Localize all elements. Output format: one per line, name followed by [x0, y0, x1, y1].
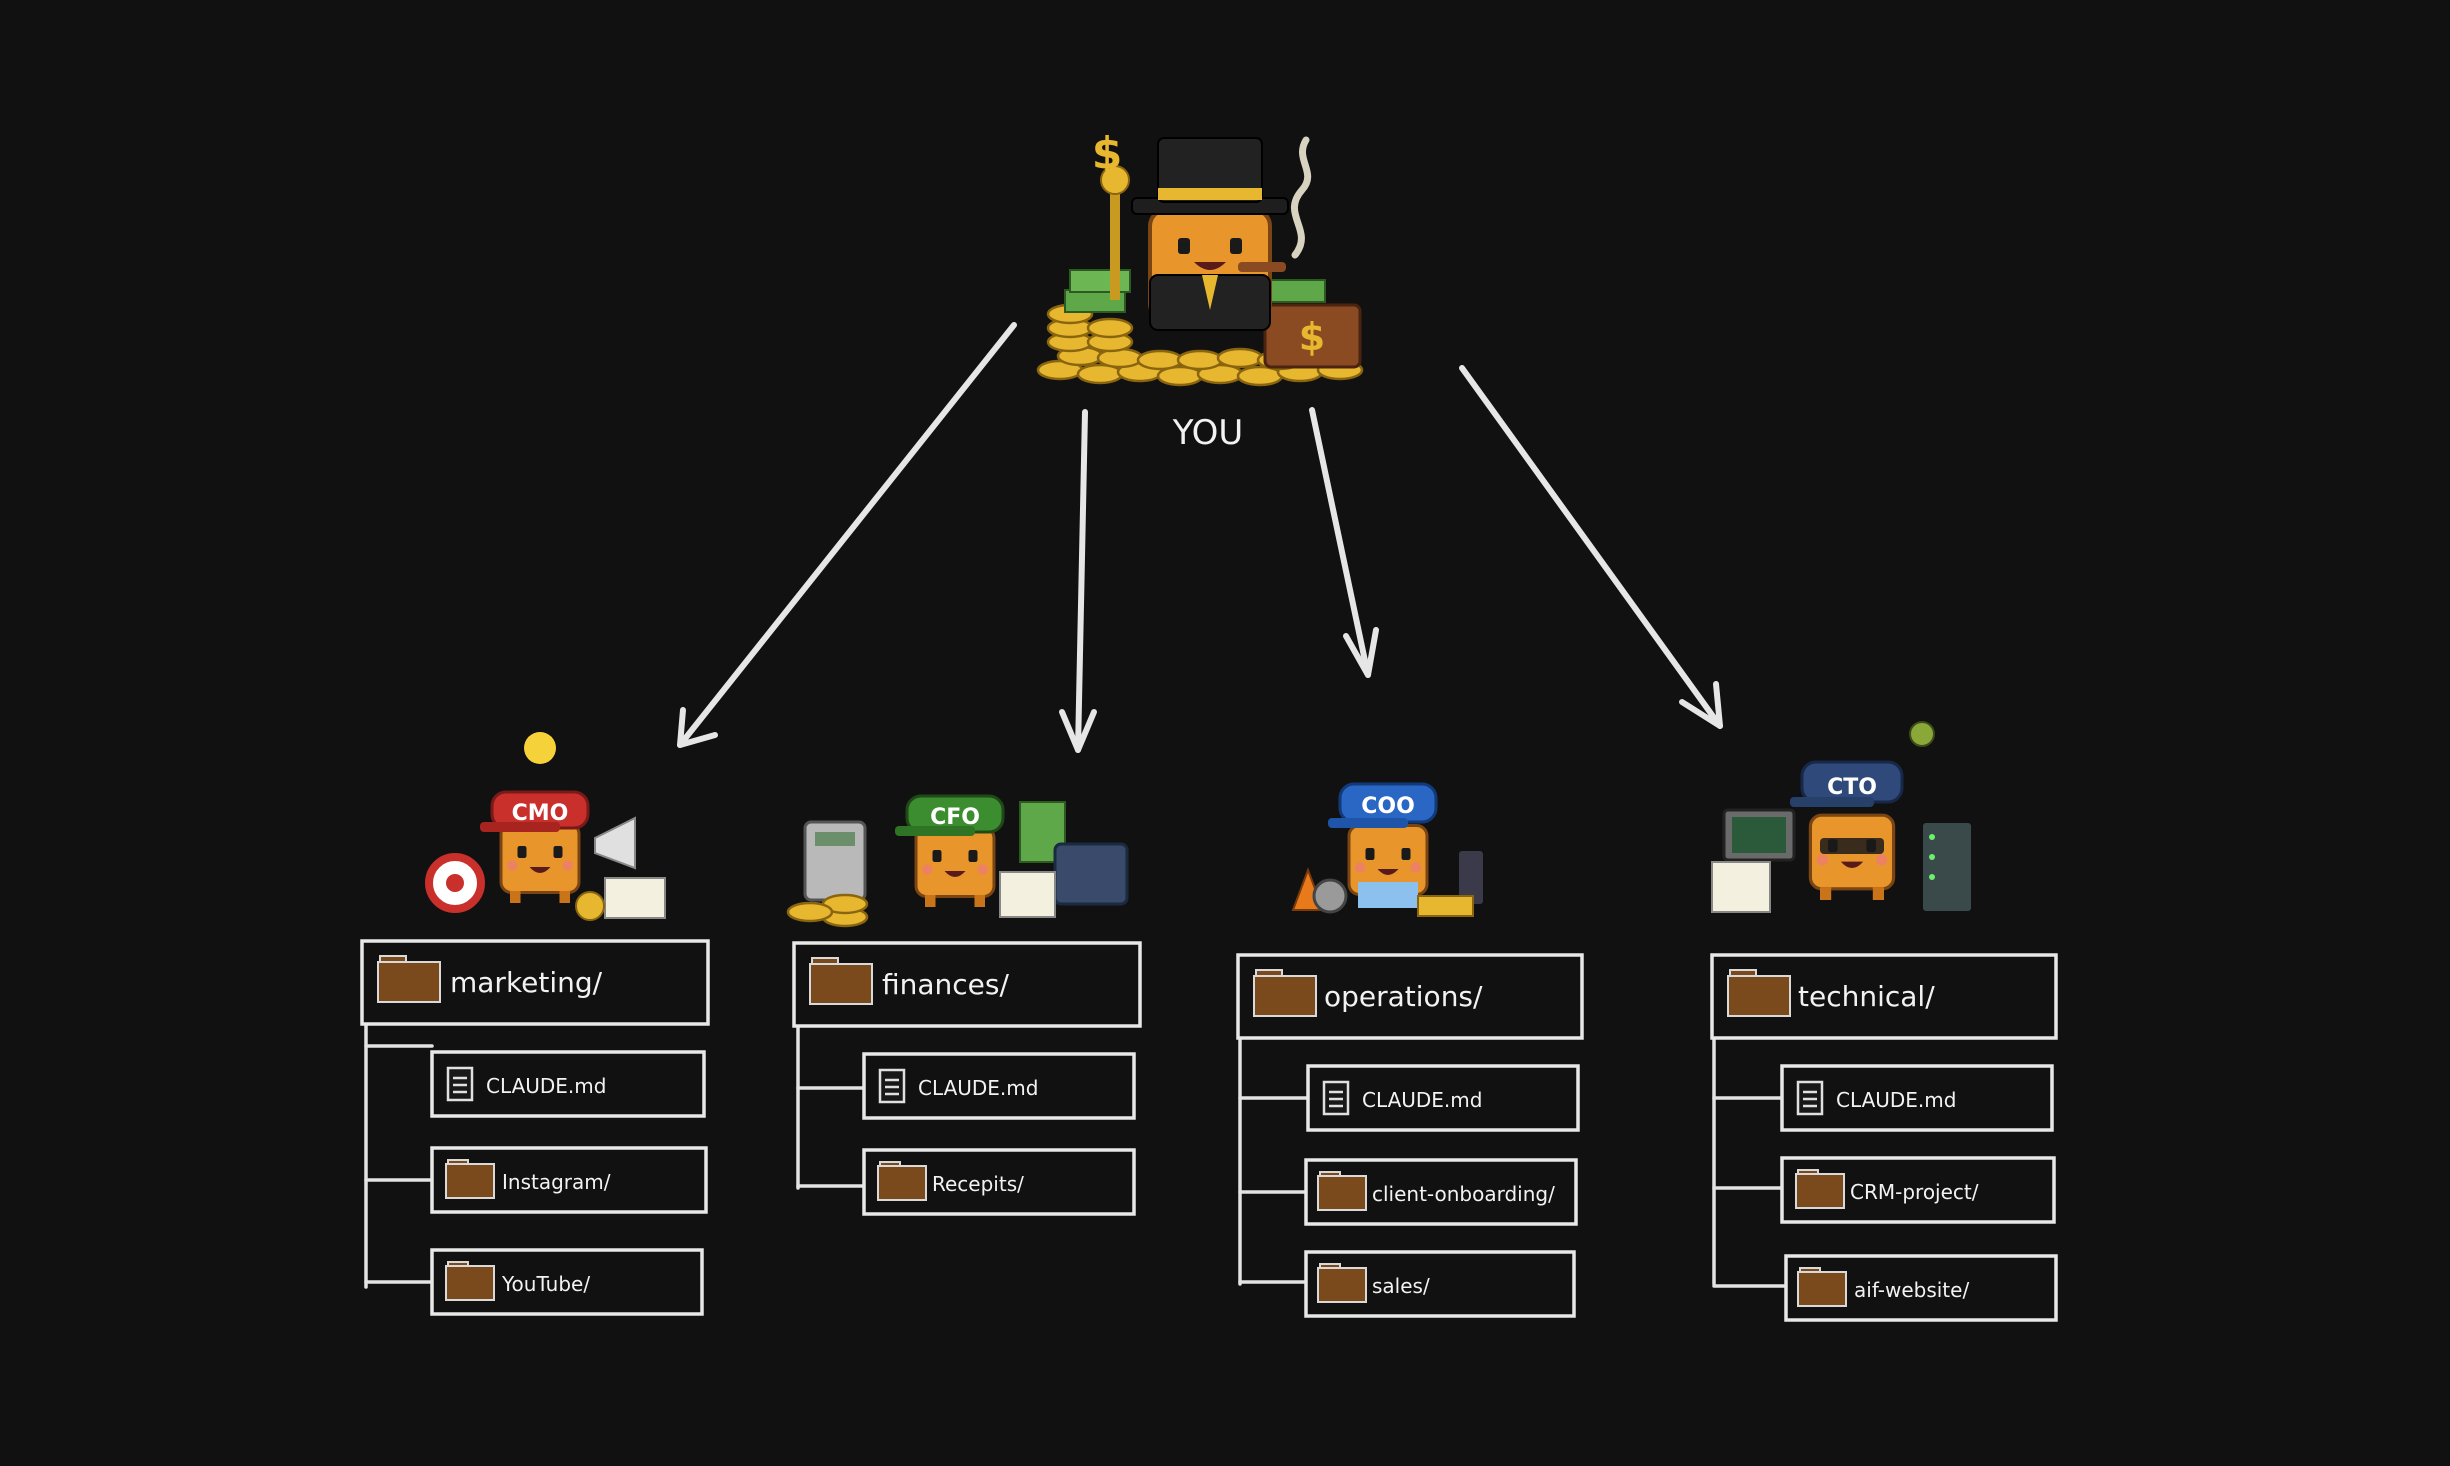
folder-label: Instagram/ [502, 1170, 611, 1194]
root-tycoon-mascot-icon: $ $ [1036, 128, 1364, 387]
coo-cap-label: COO [1361, 794, 1415, 819]
folder-label: aif-website/ [1854, 1278, 1969, 1302]
cto-mascot-icon: CTO [1711, 721, 1973, 913]
coo-mascot-icon: COO [1291, 782, 1485, 917]
file-label: CLAUDE.md [918, 1076, 1038, 1100]
folder-receipts[interactable]: Recepits/ [862, 1148, 1136, 1216]
root-label: YOU [1172, 413, 1244, 453]
arrow-to-operations [1309, 407, 1379, 678]
folder-icon [377, 955, 441, 1003]
folder-icon [445, 1159, 495, 1199]
folder-icon [1253, 969, 1317, 1017]
arrow-to-finances [1059, 409, 1097, 753]
folder-aif-website[interactable]: aif-website/ [1784, 1254, 2058, 1322]
arrow-to-marketing [677, 322, 1017, 748]
folder-label: technical/ [1798, 980, 1935, 1013]
folder-operations[interactable]: operations/ [1236, 953, 1584, 1040]
document-icon [1796, 1080, 1824, 1116]
marketing-tree: marketing/ CLAUDE.md Instagram/ [360, 939, 710, 1316]
arrow-to-technical [1459, 365, 1723, 729]
document-icon [446, 1066, 474, 1102]
folder-instagram[interactable]: Instagram/ [430, 1146, 708, 1214]
folder-sales[interactable]: sales/ [1304, 1250, 1576, 1318]
document-icon [1322, 1080, 1350, 1116]
folder-client-onboarding[interactable]: client-onboarding/ [1304, 1158, 1578, 1226]
file-claude-md[interactable]: CLAUDE.md [1780, 1064, 2054, 1132]
file-label: CLAUDE.md [1836, 1088, 1956, 1112]
folder-crm-project[interactable]: CRM-project/ [1780, 1156, 2056, 1224]
folder-icon [445, 1261, 495, 1301]
file-label: CLAUDE.md [486, 1074, 606, 1098]
folder-label: finances/ [882, 968, 1009, 1001]
folder-technical[interactable]: technical/ [1710, 953, 2058, 1040]
file-claude-md[interactable]: CLAUDE.md [430, 1050, 706, 1118]
cmo-cap-label: CMO [512, 801, 569, 826]
folder-icon [1795, 1169, 1845, 1209]
svg-text:$: $ [1092, 128, 1123, 179]
folder-icon [1317, 1263, 1367, 1303]
folder-label: YouTube/ [501, 1272, 590, 1296]
folder-icon [809, 957, 873, 1005]
folder-label: marketing/ [450, 966, 603, 999]
folder-label: client-onboarding/ [1372, 1182, 1555, 1206]
folder-finances[interactable]: finances/ [792, 941, 1142, 1028]
folder-label: CRM-project/ [1850, 1180, 1979, 1204]
folder-youtube[interactable]: YouTube/ [430, 1248, 704, 1316]
cfo-mascot-icon: CFO [786, 794, 1129, 928]
file-label: CLAUDE.md [1362, 1088, 1482, 1112]
folder-label: operations/ [1324, 980, 1483, 1013]
cfo-cap-label: CFO [930, 805, 980, 830]
folder-label: sales/ [1372, 1274, 1430, 1298]
operations-tree: operations/ CLAUDE.md client-onboarding/ [1236, 953, 1584, 1318]
folder-icon [1727, 969, 1791, 1017]
cmo-mascot-icon: CMO [425, 732, 666, 921]
svg-text:$: $ [1299, 315, 1325, 359]
folder-label: Recepits/ [932, 1172, 1024, 1196]
file-claude-md[interactable]: CLAUDE.md [1306, 1064, 1580, 1132]
cto-cap-label: CTO [1827, 775, 1877, 800]
file-claude-md[interactable]: CLAUDE.md [862, 1052, 1136, 1120]
document-icon [878, 1068, 906, 1104]
technical-tree: technical/ CLAUDE.md CRM-project/ [1710, 953, 2058, 1322]
folder-icon [877, 1161, 927, 1201]
finances-tree: finances/ CLAUDE.md Recepits/ [792, 941, 1142, 1216]
folder-icon [1797, 1267, 1847, 1307]
folder-icon [1317, 1171, 1367, 1211]
folder-marketing[interactable]: marketing/ [360, 939, 710, 1026]
